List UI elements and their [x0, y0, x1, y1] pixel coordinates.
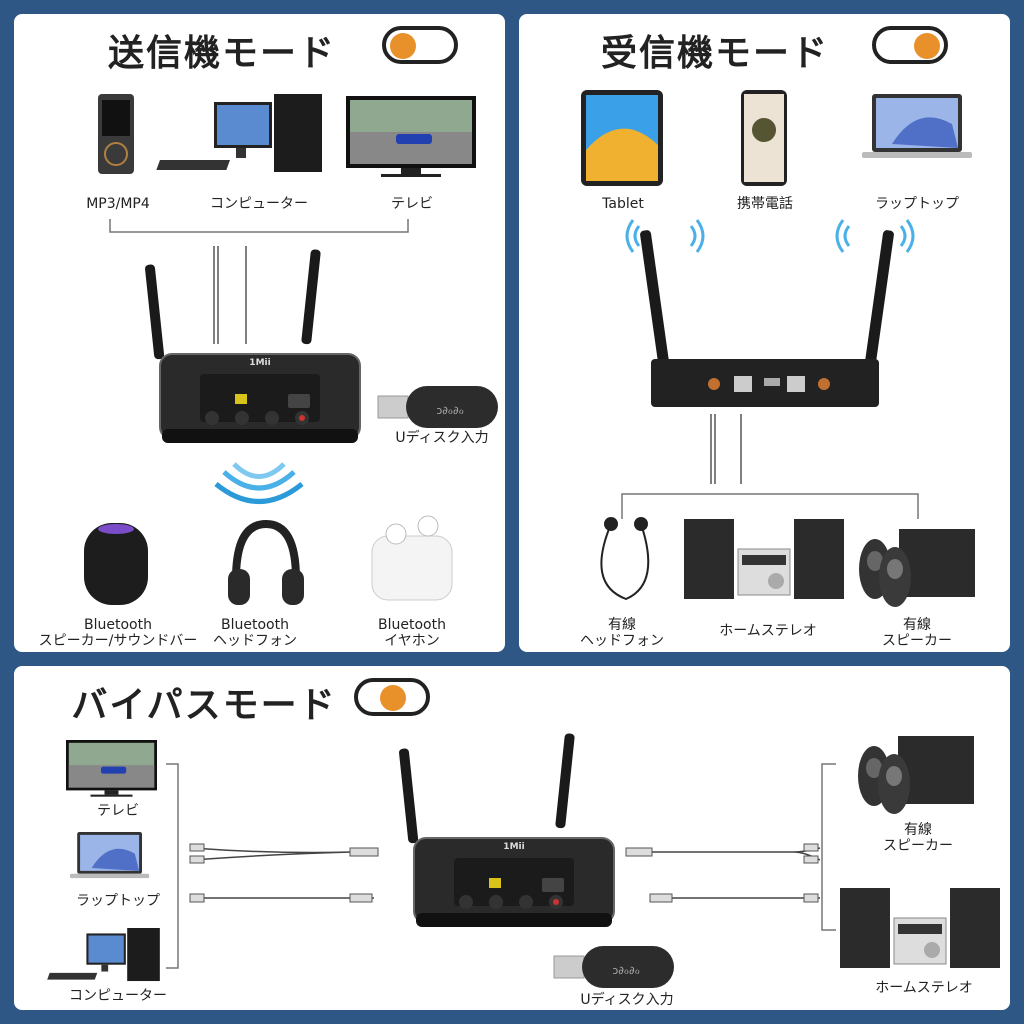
home-stereo-icon	[839, 887, 1001, 969]
bypass-output-home-stereo: ホームステレオ	[875, 980, 973, 996]
usb-drive-icon	[377, 385, 499, 429]
bypass-source-tv: テレビ	[97, 803, 139, 819]
receiver-mode-toggle[interactable]	[872, 26, 948, 64]
transmitter-mode-title: 送信機モード	[107, 33, 337, 74]
label-line: スピーカー/サウンドバー	[38, 633, 198, 649]
usb-drive-icon	[553, 945, 675, 989]
bypass-source-computer: コンピューター	[69, 988, 167, 1004]
wired-speakers-icon	[859, 529, 975, 607]
home-stereo-icon	[683, 518, 845, 600]
source-label-tv: テレビ	[391, 196, 433, 212]
device-brand-logo: 1Mii	[503, 842, 525, 852]
label-line: 有線	[904, 822, 932, 838]
bluetooth-waves-icon	[214, 462, 304, 504]
label-line: Bluetooth	[221, 617, 289, 633]
bypass-mode-panel: バイパスモード テレビ ラップトップ コンピューター 1Mii Uディスク入力 …	[14, 666, 1010, 1010]
receiver-rear-device	[621, 219, 919, 519]
transceiver-device	[397, 732, 615, 928]
transmitter-mode-toggle[interactable]	[382, 26, 458, 64]
bypass-mode-title: バイパスモード	[71, 685, 337, 726]
label-line: ヘッドフォン	[580, 633, 664, 649]
usb-input-label: Uディスク入力	[580, 992, 674, 1008]
label-line: ヘッドフォン	[213, 633, 297, 649]
smart-speaker-icon	[84, 523, 148, 605]
label-line: Bluetooth	[84, 617, 152, 633]
transceiver-device	[143, 248, 361, 444]
output-label-wired-headphones: 有線ヘッドフォン	[580, 617, 664, 649]
label-line: イヤホン	[384, 633, 440, 649]
output-label-wired-speakers: 有線スピーカー	[882, 617, 952, 649]
source-label-laptop: ラップトップ	[875, 196, 959, 212]
label-line: 有線	[608, 617, 636, 633]
toggle-knob	[914, 33, 940, 59]
wired-earphones-icon	[600, 517, 650, 601]
transmitter-mode-panel: 送信機モード MP3/MP4 コンピューター テレビ 1Mii Uディスク入力 …	[14, 14, 505, 652]
phone-icon	[741, 90, 787, 186]
label-line: 有線	[903, 617, 931, 633]
headphones-icon	[228, 519, 304, 605]
source-label-computer: コンピューター	[210, 196, 308, 212]
label-line: スピーカー	[882, 633, 952, 649]
wired-speakers-icon	[858, 736, 974, 814]
label-line: スピーカー	[883, 838, 953, 854]
input-bracket	[109, 219, 409, 344]
receiver-mode-title: 受信機モード	[600, 33, 830, 74]
wifi-waves-icon	[625, 219, 915, 253]
bypass-output-speakers: 有線スピーカー	[883, 822, 953, 854]
label-line: Bluetooth	[378, 617, 446, 633]
earbuds-icon	[371, 515, 453, 601]
mp3-player-icon	[98, 94, 134, 174]
bypass-mode-toggle[interactable]	[354, 678, 430, 716]
toggle-knob	[380, 685, 406, 711]
source-label-phone: 携帯電話	[737, 196, 793, 212]
source-label-mp3: MP3/MP4	[86, 196, 150, 212]
bypass-source-laptop: ラップトップ	[76, 893, 160, 909]
tablet-icon	[581, 90, 663, 186]
usb-input-label: Uディスク入力	[395, 430, 489, 446]
output-label-home-stereo: ホームステレオ	[719, 623, 817, 639]
source-label-tablet: Tablet	[602, 196, 644, 212]
toggle-knob	[390, 33, 416, 59]
bypass-cables	[166, 763, 836, 969]
receiver-mode-panel: 受信機モード Tablet 携帯電話 ラップトップ 有線ヘッドフォン ホームステ…	[519, 14, 1010, 652]
device-brand-logo: 1Mii	[249, 358, 271, 368]
